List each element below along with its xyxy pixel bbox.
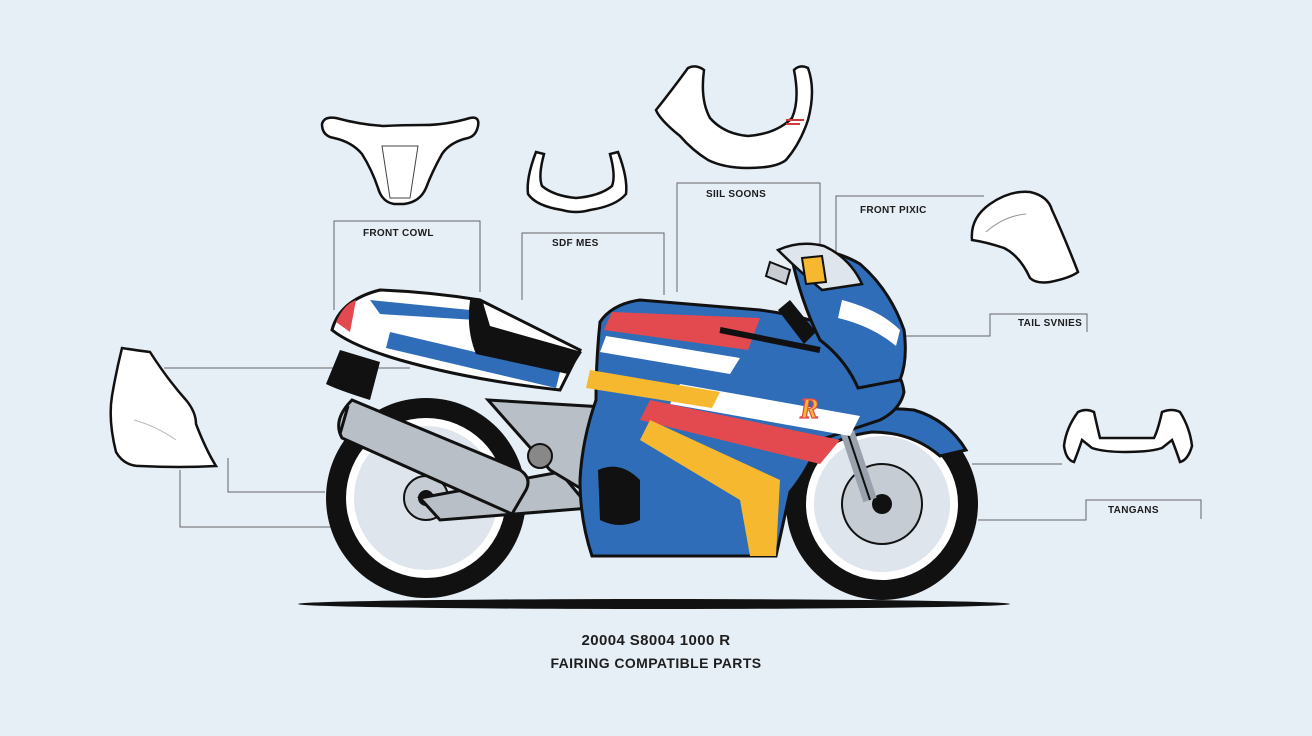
motorcycle-illustration: R <box>326 242 978 600</box>
upper-fairing-part-icon <box>654 65 814 170</box>
svg-text:R: R <box>799 394 819 425</box>
left-panel-part-icon <box>109 346 219 469</box>
label-side-mes: SDF MES <box>552 238 599 249</box>
label-sill-soons: SIIL SOONS <box>706 189 767 200</box>
front-cowl-part-icon <box>320 116 480 206</box>
label-front-cowl: FRONT COWL <box>363 228 434 239</box>
windscreen-part-icon <box>970 190 1080 284</box>
lower-bracket-part-icon <box>1062 408 1194 464</box>
ground-shadow <box>298 599 1010 609</box>
label-front-pixic: FRONT PIXIC <box>860 205 927 216</box>
caption-model: 20004 S8004 1000 R <box>581 632 731 649</box>
label-tail-svnies: TAIL SVNIES <box>1018 318 1083 329</box>
label-tangans: TANGANS <box>1108 505 1159 516</box>
caption-subtitle: FAIRING COMPATIBLE PARTS <box>550 655 762 671</box>
side-bracket-part-icon <box>526 150 628 214</box>
